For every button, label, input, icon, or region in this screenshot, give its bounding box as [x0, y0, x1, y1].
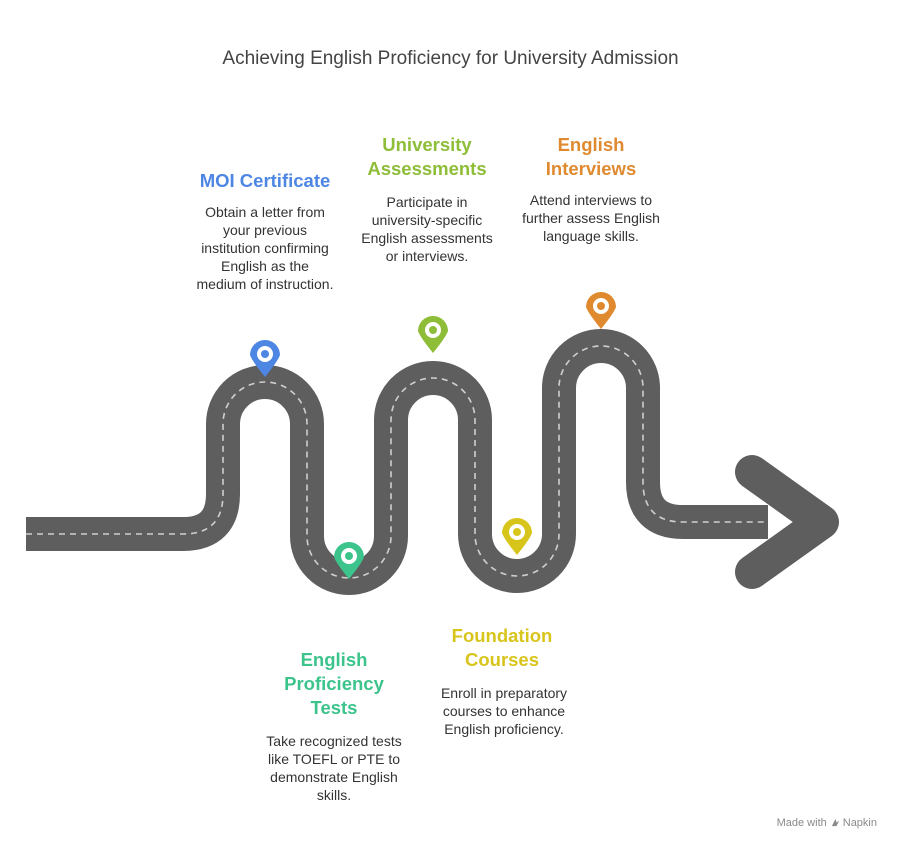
step-marker-moi	[250, 340, 280, 377]
step-description: Attend interviews to further assess Engl…	[522, 192, 660, 244]
step-title: Foundation Courses	[451, 625, 553, 670]
step-title: MOI Certificate	[199, 170, 331, 191]
step-title: University Assessments	[367, 134, 487, 179]
step-title: English Proficiency Tests	[284, 649, 384, 718]
step-english-interviews: English Interviews Attend interviews to …	[521, 133, 661, 245]
step-foundation-courses: Foundation Courses Enroll in preparatory…	[437, 624, 567, 738]
step-description: Obtain a letter from your previous insti…	[196, 204, 334, 292]
step-marker-foundation	[502, 518, 532, 555]
step-marker-assessments	[418, 316, 448, 353]
arrow-head	[735, 455, 839, 589]
footer-made-with: Made with	[776, 817, 827, 829]
napkin-logo-icon	[831, 818, 839, 827]
step-description: Take recognized tests like TOEFL or PTE …	[266, 733, 402, 803]
page-title: Achieving English Proficiency for Univer…	[222, 48, 679, 69]
step-marker-interviews	[586, 292, 616, 329]
step-description: Participate in university-specific Engli…	[361, 194, 493, 264]
step-title: English Interviews	[545, 134, 637, 179]
step-university-assessments: University Assessments Participate in un…	[353, 133, 501, 265]
step-description: Enroll in preparatory courses to enhance…	[440, 685, 568, 737]
step-marker-tests	[334, 542, 364, 579]
road-path	[26, 329, 768, 595]
footer-credit: Made with Napkin	[777, 817, 877, 829]
footer-brand: Napkin	[842, 817, 877, 829]
step-moi-certificate: MOI Certificate Obtain a letter from you…	[185, 169, 345, 293]
step-english-proficiency-tests: English Proficiency Tests Take recognize…	[266, 648, 401, 804]
